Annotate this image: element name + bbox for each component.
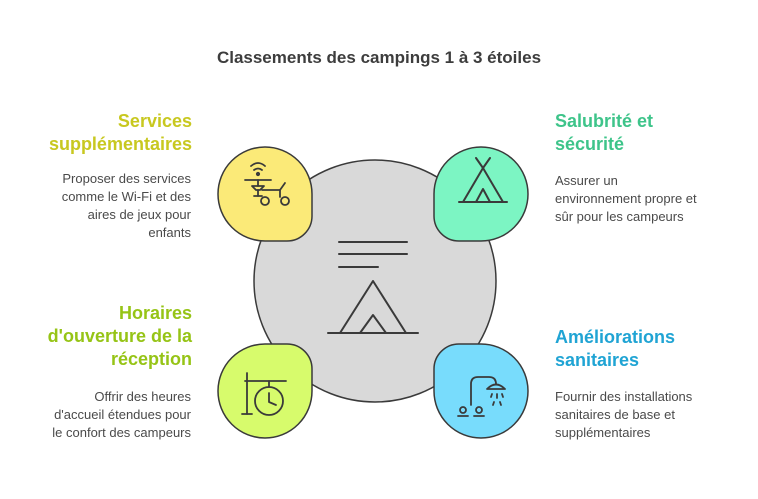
desc-salubrite: Assurer un environnement propre et sûr p… <box>555 172 697 226</box>
petal-services <box>217 146 313 242</box>
desc-services-line-3: aires de jeux pour <box>87 207 191 222</box>
desc-services-line-4: enfants <box>148 225 191 240</box>
heading-horaires-line-2: d'ouverture de la <box>47 326 192 346</box>
heading-services: Services supplémentaires <box>49 110 192 156</box>
desc-horaires: Offrir des heures d'accueil étendues pou… <box>52 388 191 442</box>
desc-ameliorations-line-1: Fournir des installations <box>555 389 693 404</box>
tent-campsite-icon <box>327 241 419 334</box>
petal-horaires <box>217 343 313 439</box>
heading-services-line-2: supplémentaires <box>48 134 192 154</box>
desc-horaires-line-2: d'accueil étendues pour <box>54 407 191 422</box>
heading-ameliorations-line-1: Améliorations <box>555 327 676 347</box>
wifi-playground-icon <box>244 162 290 206</box>
desc-services: Proposer des services comme le Wi-Fi et … <box>62 170 191 242</box>
heading-horaires: Horaires d'ouverture de la réception <box>48 302 192 371</box>
heading-ameliorations: Améliorations sanitaires <box>555 326 675 372</box>
heading-services-line-1: Services <box>117 111 192 131</box>
heading-salubrite: Salubrité et sécurité <box>555 110 653 156</box>
diagram-title: Classements des campings 1 à 3 étoiles <box>216 48 542 67</box>
desc-salubrite-line-3: sûr pour les campeurs <box>555 209 684 224</box>
petal-ameliorations <box>433 343 529 439</box>
desc-salubrite-line-1: Assurer un <box>555 173 618 188</box>
desc-ameliorations-line-3: supplémentaires <box>555 425 651 440</box>
desc-horaires-line-3: le confort des campeurs <box>52 425 191 440</box>
heading-salubrite-line-1: Salubrité et <box>555 111 654 131</box>
shower-icon <box>457 376 506 417</box>
heading-horaires-line-3: réception <box>110 349 192 369</box>
desc-services-line-1: Proposer des services <box>62 171 191 186</box>
desc-horaires-line-1: Offrir des heures <box>94 389 191 404</box>
reception-clock-icon <box>241 372 287 416</box>
heading-horaires-line-1: Horaires <box>118 303 192 323</box>
desc-ameliorations: Fournir des installations sanitaires de … <box>555 388 692 442</box>
tent-icon <box>458 157 508 203</box>
heading-ameliorations-line-2: sanitaires <box>555 350 640 370</box>
heading-salubrite-line-2: sécurité <box>555 134 625 154</box>
desc-ameliorations-line-2: sanitaires de base et <box>555 407 675 422</box>
desc-salubrite-line-2: environnement propre et <box>555 191 697 206</box>
desc-services-line-2: comme le Wi-Fi et des <box>61 189 191 204</box>
